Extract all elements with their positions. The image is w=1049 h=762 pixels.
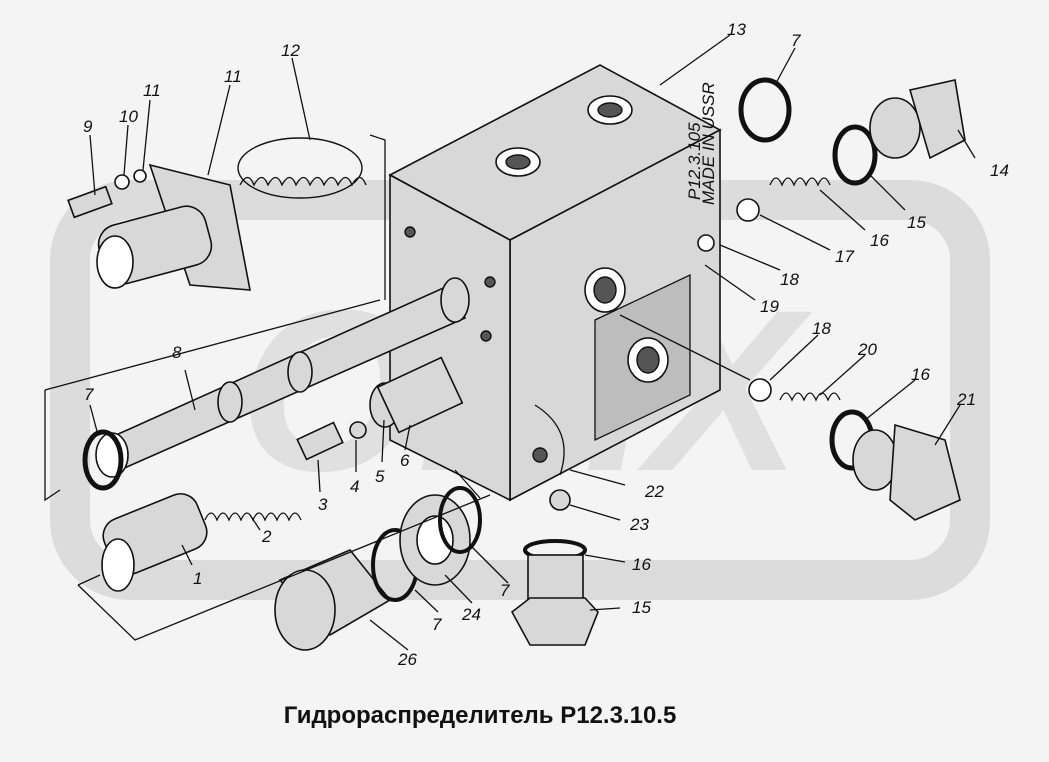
ball-18b — [748, 378, 772, 402]
leader-lines — [89, 34, 976, 651]
callout-18-mid: 18 — [812, 319, 831, 338]
callout-19: 18 — [780, 270, 799, 289]
callout-14: 13 — [727, 20, 746, 39]
callout-7-left: 7 — [84, 385, 94, 404]
callout-8: 8 — [172, 343, 182, 362]
callout-2: 2 — [261, 527, 272, 546]
callout-5: 5 — [375, 467, 385, 486]
callout-24: 23 — [629, 515, 649, 534]
callout-15-top: 14 — [990, 161, 1009, 180]
callout-26: 26 — [397, 650, 417, 669]
ring-16a — [832, 124, 878, 186]
o-ring-7 — [82, 429, 124, 491]
block-marking-model: Р12.3.105 — [685, 122, 704, 200]
callout-16-mid: 16 — [911, 365, 930, 384]
callout-9: 9 — [83, 117, 93, 136]
plunger-3 — [296, 421, 344, 461]
plug-15-bottom — [510, 539, 599, 646]
cover-12 — [96, 163, 251, 291]
spring-17 — [769, 177, 831, 187]
callout-25: 24 — [461, 605, 481, 624]
callout-3: 3 — [318, 495, 328, 514]
o-ring-7c — [438, 486, 482, 554]
ball-18a — [736, 198, 760, 222]
callout-18-top: 17 — [835, 247, 854, 266]
spring-13 — [237, 137, 367, 199]
ball-4 — [349, 421, 367, 439]
block-marking-origin: MADE IN USSR — [699, 82, 718, 205]
callout-11: 11 — [143, 81, 161, 100]
callout-23: 22 — [644, 482, 664, 501]
callout-4: 4 — [350, 477, 359, 496]
callout-labels: 9 10 11 11 12 13 7 14 15 16 17 18 19 18 … — [83, 20, 1009, 669]
plug-1 — [101, 493, 208, 592]
callout-7-bottom: 7 — [432, 615, 442, 634]
seat-5-6 — [369, 356, 464, 434]
callout-17: 16 — [870, 231, 889, 250]
washer-11 — [133, 169, 147, 183]
callout-1: 1 — [193, 569, 202, 588]
washer-10 — [114, 174, 130, 190]
callout-21: 20 — [857, 340, 877, 359]
plug-15-top — [869, 79, 966, 160]
callout-7-top: 7 — [791, 31, 801, 50]
callout-20: 19 — [760, 297, 779, 316]
bolt-9 — [67, 185, 113, 219]
callout-12: 11 — [224, 67, 242, 86]
callout-16-bottom: 16 — [632, 555, 651, 574]
diagram-title: Гидрораспределитель Р12.3.10.5 — [283, 702, 677, 729]
callout-6: 6 — [400, 451, 410, 470]
callout-16-top: 15 — [907, 213, 926, 232]
nut-25 — [399, 494, 471, 586]
seal-23-24 — [534, 404, 571, 511]
assembly-lines — [44, 134, 751, 641]
plug-22 — [852, 423, 961, 521]
callout-15-bottom: 15 — [632, 598, 651, 617]
o-ring-7d — [738, 77, 792, 143]
callout-7-nut: 7 — [500, 581, 510, 600]
callout-13: 12 — [281, 41, 300, 60]
callout-22: 21 — [956, 390, 976, 409]
spring-21 — [779, 392, 841, 402]
callout-10: 10 — [119, 107, 138, 126]
